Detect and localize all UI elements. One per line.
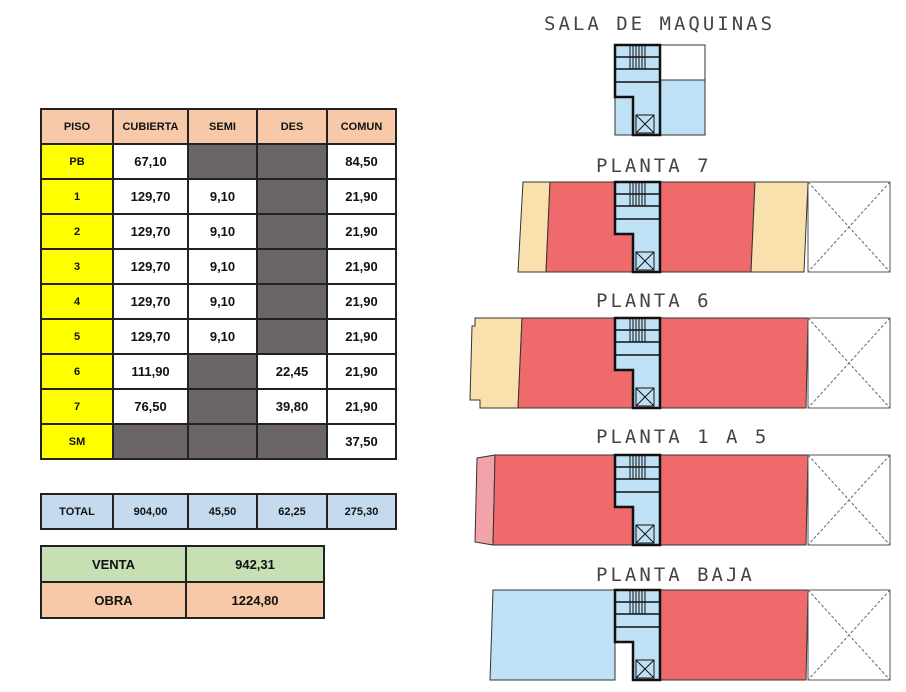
value-cell [256,283,328,320]
semi-area [469,317,523,409]
total-cell: TOTAL [40,493,114,530]
stair-core [613,316,662,410]
stair-core [613,43,662,137]
header-cell: CUBIERTA [112,108,189,145]
void-cross [807,454,891,546]
value-cell: 129,70 [112,318,189,355]
venta-label: VENTA [40,545,187,583]
total-cell: 904,00 [112,493,189,530]
value-cell: 67,10 [112,143,189,180]
label-planta-6: PLANTA 6 [596,290,712,312]
value-cell: 21,90 [326,318,397,355]
label-sala-maquinas: SALA DE MAQUINAS [544,13,775,35]
value-cell: 129,70 [112,213,189,250]
value-cell: 22,45 [256,353,328,390]
header-cell: DES [256,108,328,145]
floor-cell: 4 [40,283,114,320]
value-cell [256,318,328,355]
floor-cell: 1 [40,178,114,215]
cubierta-area [659,589,809,681]
value-cell: 21,90 [326,248,397,285]
void-cross [807,589,891,681]
value-cell [256,248,328,285]
floor-cell: SM [40,423,114,460]
value-cell: 21,90 [326,353,397,390]
value-cell [256,423,328,460]
value-cell: 9,10 [187,318,258,355]
value-cell [187,423,258,460]
value-cell [187,143,258,180]
floor-cell: 5 [40,318,114,355]
semi-area [517,181,551,273]
value-cell [187,388,258,425]
sala-maquinas-void [659,44,706,81]
total-cell: 45,50 [187,493,258,530]
total-cell: 62,25 [256,493,328,530]
value-cell: 129,70 [112,248,189,285]
label-planta-7: PLANTA 7 [596,155,712,177]
value-cell [256,143,328,180]
value-cell: 9,10 [187,248,258,285]
stair-core [613,588,662,682]
value-cell [256,178,328,215]
floor-cell: 7 [40,388,114,425]
total-cell: 275,30 [326,493,397,530]
void-cross [807,317,891,409]
obra-label: OBRA [40,581,187,619]
value-cell: 76,50 [112,388,189,425]
value-cell: 84,50 [326,143,397,180]
value-cell: 9,10 [187,283,258,320]
value-cell: 39,80 [256,388,328,425]
pink-area [474,454,496,546]
value-cell: 9,10 [187,178,258,215]
value-cell: 129,70 [112,178,189,215]
table-row: SM 37,50 [40,423,397,460]
stair-core [613,453,662,547]
value-cell: 21,90 [326,388,397,425]
header-cell: SEMI [187,108,258,145]
venta-value: 942,31 [185,545,325,583]
header-cell: COMUN [326,108,397,145]
label-planta-baja: PLANTA BAJA [596,564,755,586]
floor-cell: 6 [40,353,114,390]
value-cell: 21,90 [326,213,397,250]
value-cell: 37,50 [326,423,397,460]
floor-cell: 2 [40,213,114,250]
obra-value: 1224,80 [185,581,325,619]
label-planta-1-5: PLANTA 1 A 5 [596,426,769,448]
value-cell [256,213,328,250]
value-cell: 21,90 [326,283,397,320]
stair-core [613,180,662,274]
comun-area [489,589,616,681]
floor-cell: PB [40,143,114,180]
value-cell: 9,10 [187,213,258,250]
void-cross [807,181,891,273]
value-cell: 129,70 [112,283,189,320]
floor-cell: 3 [40,248,114,285]
semi-area [750,181,809,273]
value-cell [112,423,189,460]
value-cell [187,353,258,390]
value-cell: 21,90 [326,178,397,215]
value-cell: 111,90 [112,353,189,390]
header-cell: PISO [40,108,114,145]
cubierta-area [517,317,809,409]
